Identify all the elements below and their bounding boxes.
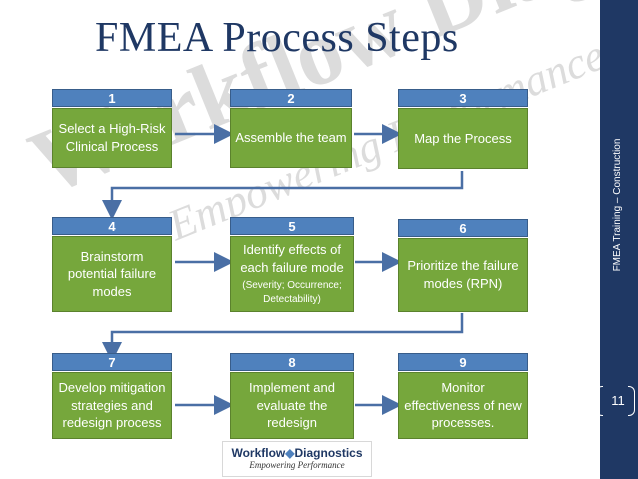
- step-9-number: 9: [398, 353, 528, 371]
- sidebar: [600, 0, 638, 479]
- arrow-6-to-7: [102, 313, 464, 362]
- step-5-number: 5: [230, 217, 354, 235]
- diamond-icon: ◆: [285, 446, 295, 460]
- step-4-box: Brainstorm potential failure modes: [52, 236, 172, 312]
- step-6-text: Prioritize the failure modes (RPN): [407, 258, 519, 291]
- step-3-number: 3: [398, 89, 528, 107]
- arrow-3-to-4: [102, 171, 464, 220]
- step-1-text: Select a High-Risk Clinical Process: [58, 121, 166, 154]
- step-9-text: Monitor effectiveness of new processes.: [404, 380, 522, 431]
- step-5-subtext: (Severity; Occurrence; Detectability): [242, 280, 342, 306]
- step-4-number: 4: [52, 217, 172, 235]
- step-5-box: Identify effects of each failure mode (S…: [230, 236, 354, 312]
- page-number-left-bracket: [596, 386, 603, 416]
- step-5-text: Identify effects of each failure mode: [240, 241, 344, 275]
- step-1-box: Select a High-Risk Clinical Process: [52, 108, 172, 168]
- step-6-box: Prioritize the failure modes (RPN): [398, 238, 528, 312]
- page-number: 11: [611, 393, 625, 408]
- step-2-text: Assemble the team: [235, 130, 347, 146]
- step-9-box: Monitor effectiveness of new processes.: [398, 372, 528, 439]
- step-8-box: Implement and evaluate the redesign: [230, 372, 354, 439]
- step-2-box: Assemble the team: [230, 108, 352, 168]
- step-2-number: 2: [230, 89, 352, 107]
- step-1-number: 1: [52, 89, 172, 107]
- step-7-text: Develop mitigation strategies and redesi…: [58, 380, 166, 431]
- step-3-text: Map the Process: [414, 130, 512, 146]
- step-4-text: Brainstorm potential failure modes: [67, 248, 157, 299]
- logo-brand: Workflow◆Diagnostics: [231, 446, 363, 460]
- sidebar-course-label: FMEA Training – Construction: [612, 138, 623, 272]
- step-3-box: Map the Process: [398, 108, 528, 169]
- step-8-number: 8: [230, 353, 354, 371]
- step-7-box: Develop mitigation strategies and redesi…: [52, 372, 172, 439]
- step-8-text: Implement and evaluate the redesign: [249, 380, 335, 431]
- logo-tagline: Empowering Performance: [249, 460, 345, 470]
- flow-arrows: [102, 124, 464, 415]
- workflow-diagnostics-logo: Workflow◆Diagnostics Empowering Performa…: [222, 441, 372, 477]
- page-title: FMEA Process Steps: [95, 15, 459, 61]
- step-6-number: 6: [398, 219, 528, 237]
- step-7-number: 7: [52, 353, 172, 371]
